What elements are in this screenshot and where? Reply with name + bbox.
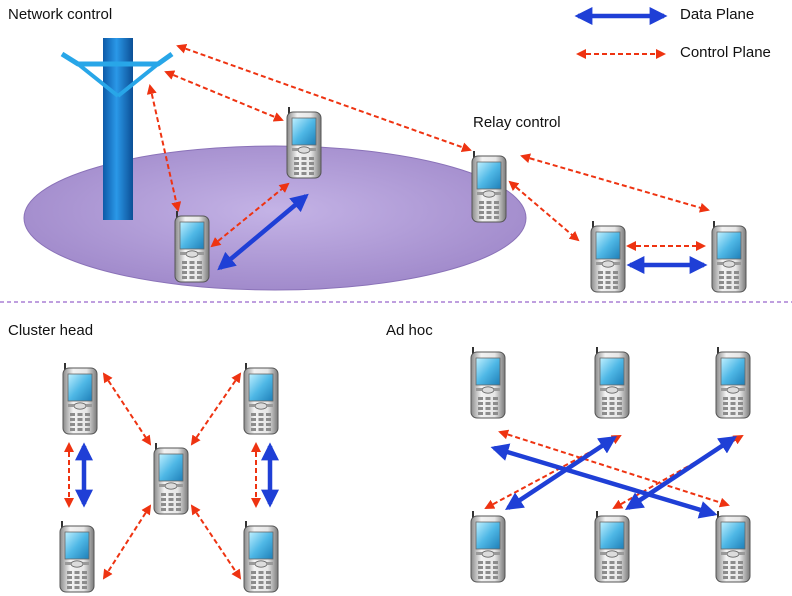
mobile-phone-icon [59, 520, 95, 593]
relay-control-label: Relay control [473, 114, 561, 131]
mobile-phone-icon [594, 346, 630, 419]
legend-control-plane-label: Control Plane [680, 44, 771, 61]
mobile-phone-icon [243, 362, 279, 435]
mobile-phone-icon [470, 346, 506, 419]
network-control-label: Network control [8, 6, 113, 23]
cluster-data-links [75, 442, 279, 508]
mobile-phone-icon [715, 510, 751, 583]
mobile-phone-icon [286, 106, 322, 179]
mobile-phone-icon [715, 346, 751, 419]
ad-hoc-label: Ad hoc [386, 322, 433, 339]
data-plane-links-top [217, 193, 708, 274]
coverage-area [23, 145, 527, 291]
legend [574, 7, 668, 59]
mobile-phone-icon [590, 220, 626, 293]
mobile-phone-icon [243, 520, 279, 593]
mobile-phone-icon [62, 362, 98, 435]
legend-data-plane-label: Data Plane [680, 6, 755, 23]
mobile-phone-icon [711, 220, 747, 293]
mobile-phone-icon [471, 150, 507, 223]
mobile-phone-icon [153, 442, 189, 515]
cluster-control-links [64, 372, 261, 580]
mobile-phone-icon [594, 510, 630, 583]
mobile-phone-icon [174, 210, 210, 283]
mobile-phone-icon [470, 510, 506, 583]
base-station-tower-icon [60, 38, 174, 220]
cluster-head-label: Cluster head [8, 322, 94, 339]
adhoc-data-links [490, 436, 738, 519]
